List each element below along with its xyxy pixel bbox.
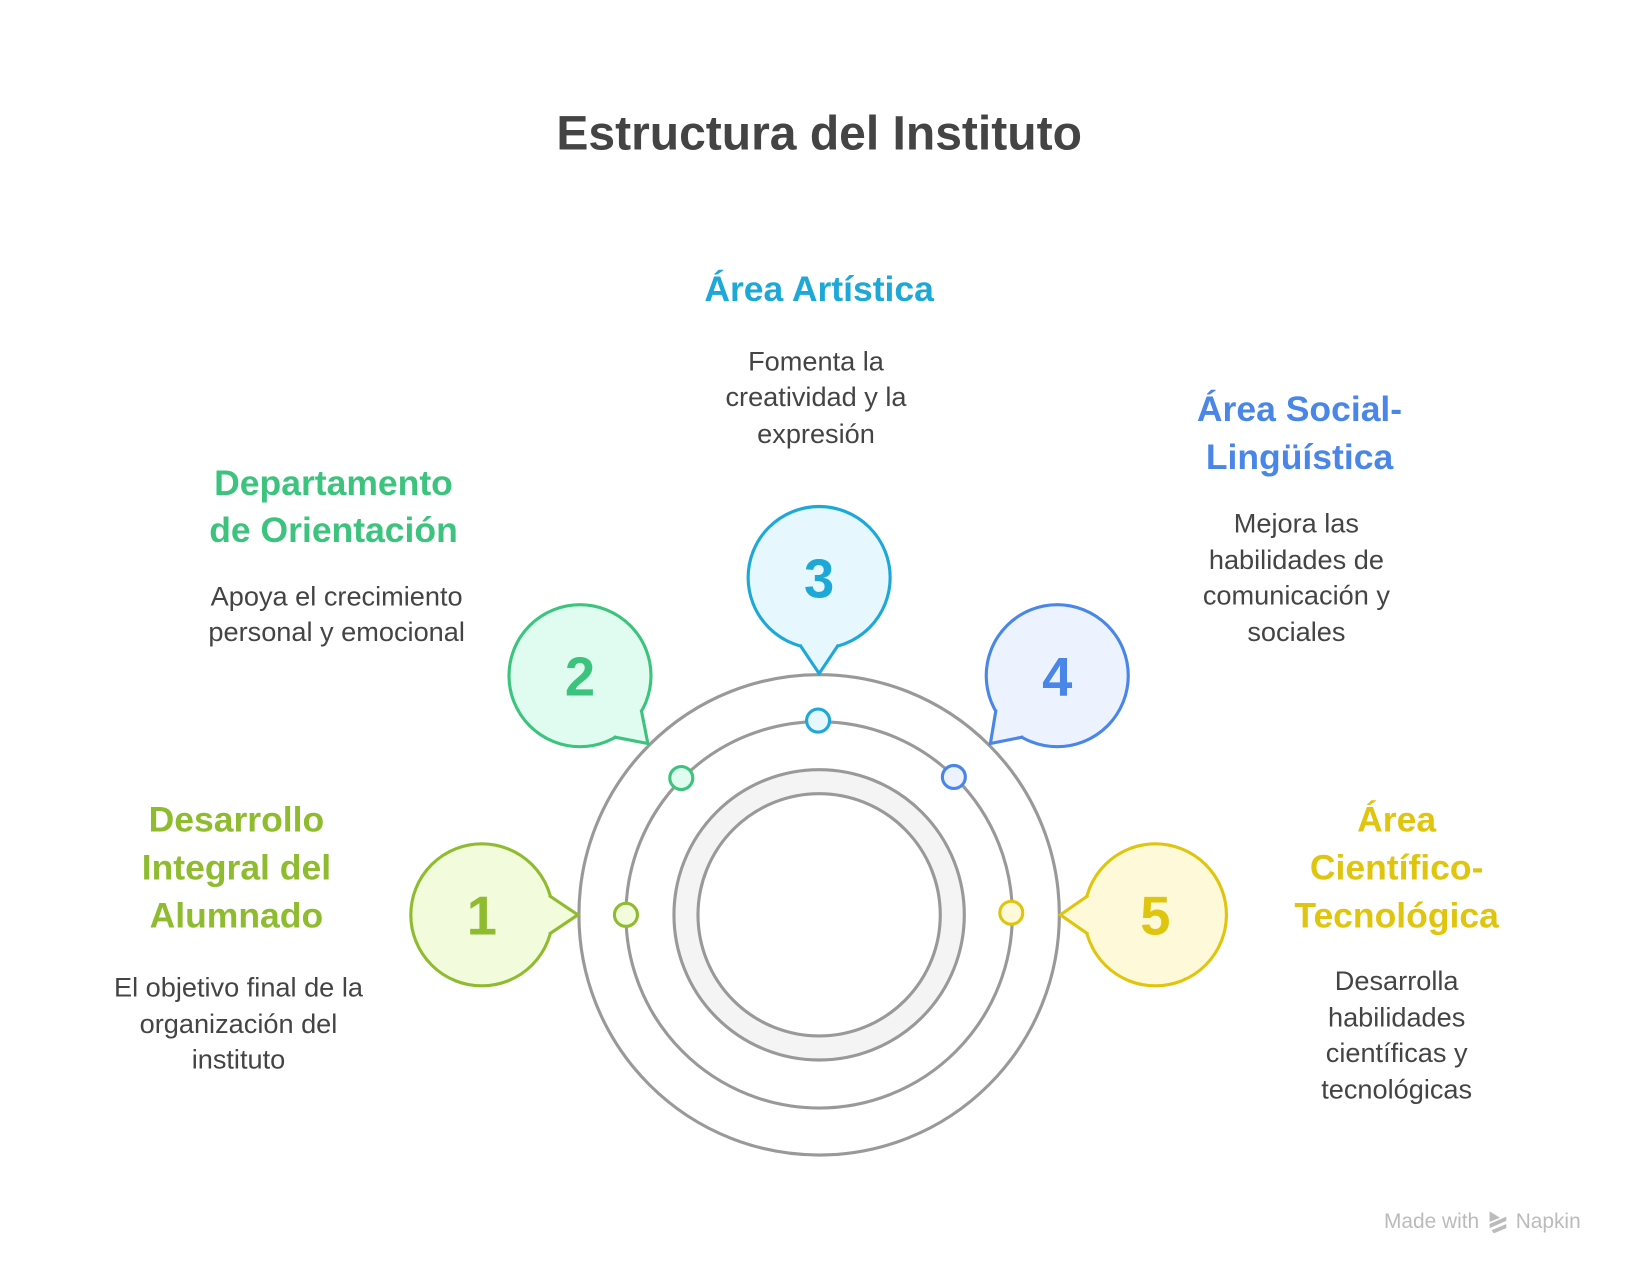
inner-band-outer-edge — [672, 768, 966, 1062]
bubble-tail-outline-5 — [1057, 894, 1090, 936]
ring-marker-1 — [612, 901, 639, 928]
item-heading: Tecnológica — [1294, 895, 1499, 935]
item-heading: Integral del — [142, 847, 331, 887]
inner-band-inner-edge — [696, 792, 942, 1038]
bubble-tail-outline-2 — [613, 709, 650, 746]
step-number: 4 — [1042, 647, 1072, 708]
diagram-title: Estructura del Instituto — [556, 107, 1082, 160]
item-description: sociales — [1247, 616, 1345, 647]
item-heading: Científico- — [1310, 847, 1484, 887]
bubble-tail-outline-4 — [988, 709, 1024, 746]
item-description: El objetivo final de la — [114, 971, 364, 1002]
item-heading: Departamento — [214, 463, 453, 503]
item-description: organización del — [140, 1008, 338, 1039]
ring-marker-3 — [805, 707, 832, 734]
number-bubble-2 — [507, 603, 653, 749]
bubble-tail-4 — [990, 709, 1024, 744]
step-number: 5 — [1140, 886, 1170, 947]
bubble-tail-3 — [799, 644, 839, 674]
footer-watermark: Made with Napkin — [1384, 1210, 1581, 1234]
outer-ring — [577, 673, 1061, 1157]
made-with-label: Made with — [1384, 1210, 1479, 1233]
item-description: habilidades — [1328, 1002, 1465, 1033]
bubble-tail-5 — [1060, 895, 1089, 935]
step-number: 1 — [467, 886, 497, 947]
bubble-tail-outline-1 — [548, 894, 581, 936]
ring-marker-5 — [998, 899, 1025, 926]
item-heading: Área Artística — [704, 269, 934, 309]
item-description: tecnológicas — [1321, 1074, 1472, 1105]
item-heading: de Orientación — [209, 510, 458, 550]
bubble-tail-2 — [613, 709, 648, 744]
item-heading: Alumnado — [150, 895, 324, 935]
item-description: científicas y — [1326, 1037, 1468, 1068]
item-description: Fomenta la — [748, 346, 885, 377]
ring-marker-4 — [940, 763, 967, 791]
item-description: instituto — [192, 1043, 286, 1074]
item-heading: Área — [1357, 799, 1436, 839]
item-description: expresión — [757, 418, 875, 449]
item-description: Apoya el crecimiento — [211, 581, 463, 612]
item-description: personal y emocional — [208, 616, 464, 647]
step-number: 2 — [565, 647, 595, 708]
concentric-rings — [577, 673, 1061, 1157]
step-number: 3 — [804, 548, 834, 609]
bubble-tail-outline-3 — [798, 643, 840, 677]
napkin-brand: Napkin — [1516, 1210, 1581, 1233]
napkin-logo-icon — [1489, 1211, 1507, 1234]
ring-marker-2 — [668, 764, 695, 792]
item-description: creatividad y la — [725, 381, 907, 412]
item-description: Desarrolla — [1335, 965, 1460, 996]
item-description: Mejora las — [1234, 508, 1359, 539]
number-bubble-4 — [984, 603, 1130, 749]
item-heading: Lingüística — [1206, 437, 1394, 477]
inner-band — [673, 769, 965, 1060]
item-description: comunicación y — [1203, 580, 1390, 611]
item-heading: Área Social- — [1197, 389, 1402, 429]
item-heading: Desarrollo — [149, 799, 325, 839]
bubble-tail-1 — [549, 895, 578, 935]
item-description: habilidades de — [1209, 544, 1384, 575]
